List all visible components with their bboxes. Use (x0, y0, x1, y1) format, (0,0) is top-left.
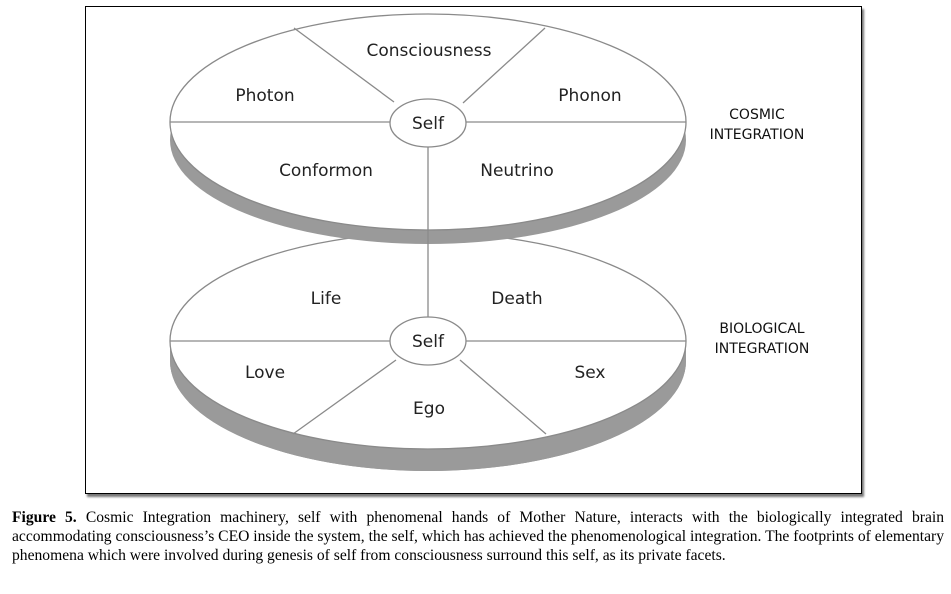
divider (292, 359, 397, 435)
divider (462, 27, 546, 104)
biological-label-line1: BIOLOGICAL (719, 321, 804, 337)
segment-consciousness: Consciousness (367, 41, 492, 61)
segment-ego: Ego (413, 399, 445, 419)
segment-love: Love (245, 363, 285, 383)
top-self-node (389, 98, 467, 148)
figure-caption: Figure 5. Cosmic Integration machinery, … (12, 508, 944, 565)
caption-label: Figure 5. (12, 509, 77, 526)
segment-conformon: Conformon (279, 161, 373, 181)
segment-death: Death (491, 289, 542, 309)
biological-label-line2: INTEGRATION (715, 341, 810, 357)
top-self-label: Self (412, 114, 445, 134)
segment-phonon: Phonon (558, 86, 621, 106)
segment-life: Life (311, 289, 342, 309)
bottom-self-label: Self (412, 332, 445, 352)
segment-sex: Sex (574, 363, 605, 383)
caption-text: Cosmic Integration machinery, self with … (12, 509, 944, 564)
integration-diagram: Self Consciousness Photon Phonon Conform… (169, 13, 810, 471)
divider (459, 359, 547, 435)
divider (293, 27, 395, 103)
cosmic-label-line1: COSMIC (729, 107, 785, 123)
segment-neutrino: Neutrino (480, 161, 554, 181)
bottom-self-node (389, 316, 467, 366)
segment-photon: Photon (235, 86, 294, 106)
cosmic-label-line2: INTEGRATION (710, 127, 805, 143)
